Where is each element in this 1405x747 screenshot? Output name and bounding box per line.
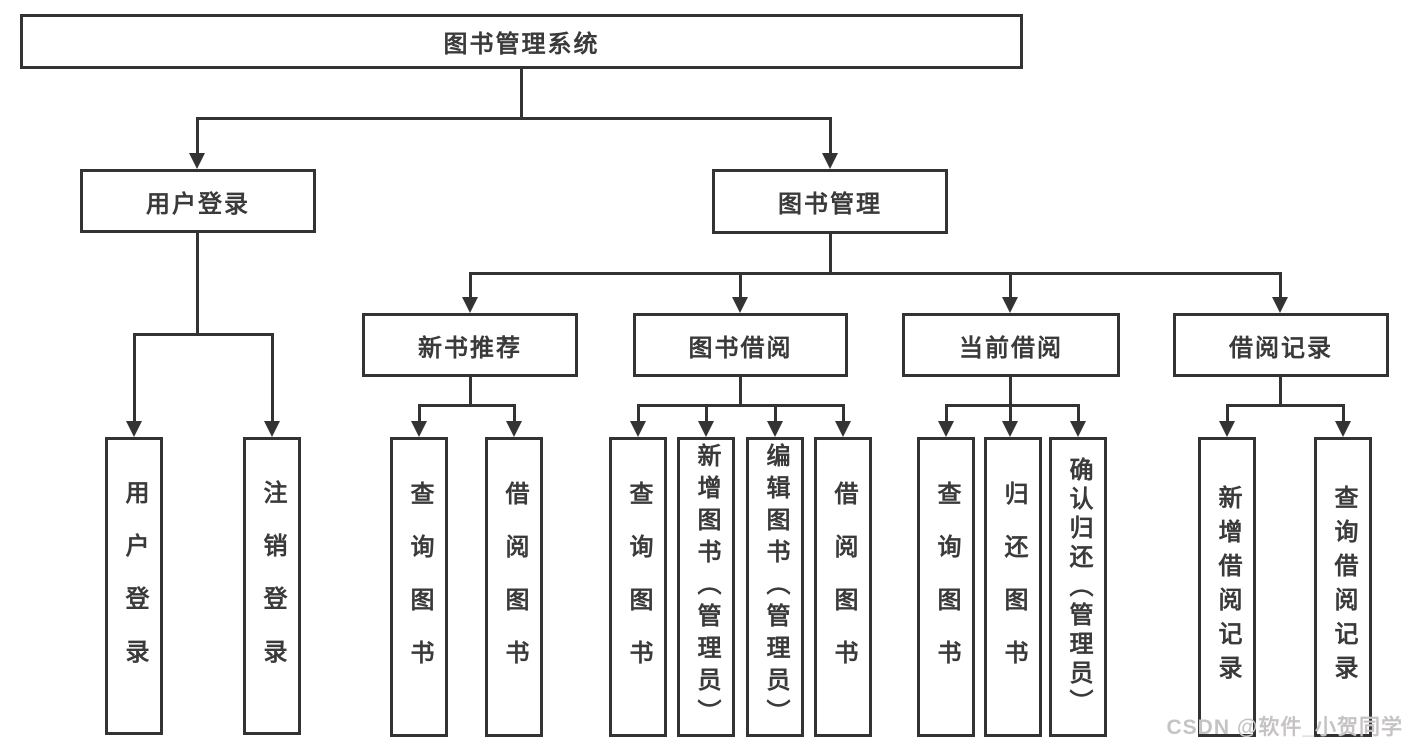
connector-line (739, 272, 742, 300)
arrow-down-icon (767, 421, 783, 437)
connector-line (1009, 404, 1012, 424)
connector-line (1077, 404, 1080, 424)
connector-line (196, 233, 199, 333)
arrow-down-icon (938, 421, 954, 437)
connector-line (739, 377, 742, 404)
leaf-label: 查询图书 (625, 481, 652, 693)
connector-line (418, 404, 421, 424)
leaf-label: 编辑图书（管理员） (762, 443, 789, 731)
connector-line (419, 404, 516, 407)
leaf-label: 归还图书 (1000, 481, 1027, 693)
leaf-label: 注销登录 (259, 480, 286, 692)
node-leaf-current-return: 归还图书 (984, 437, 1042, 737)
connector-line (637, 404, 640, 424)
connector-line (829, 117, 832, 156)
node-new-book: 新书推荐 (362, 313, 578, 377)
node-leaf-login: 用户登录 (105, 437, 163, 735)
arrow-down-icon (732, 297, 748, 313)
node-leaf-borrow-borrow: 借阅图书 (814, 437, 872, 737)
arrow-down-icon (630, 421, 646, 437)
connector-line (271, 333, 274, 424)
leaf-label: 新增图书（管理员） (693, 443, 720, 731)
leaf-label: 借阅图书 (830, 481, 857, 693)
arrow-down-icon (1272, 297, 1288, 313)
node-borrow-records: 借阅记录 (1173, 313, 1389, 377)
arrow-down-icon (411, 421, 427, 437)
leaf-label: 查询图书 (933, 481, 960, 693)
node-leaf-borrow-add-admin: 新增图书（管理员） (677, 437, 735, 737)
connector-line (1009, 377, 1012, 404)
connector-line (1227, 404, 1345, 407)
connector-line (134, 333, 273, 336)
connector-line (774, 404, 777, 424)
connector-line (1226, 404, 1229, 424)
leaf-label: 新增借阅记录 (1214, 485, 1241, 689)
arrow-down-icon (835, 421, 851, 437)
connector-line (945, 404, 948, 424)
node-user-login-label: 用户登录 (146, 190, 250, 218)
connector-line (946, 404, 1080, 407)
connector-line (133, 333, 136, 424)
arrow-down-icon (1070, 421, 1086, 437)
connector-line (197, 117, 830, 120)
node-root: 图书管理系统 (20, 14, 1023, 69)
arrow-down-icon (1002, 421, 1018, 437)
connector-line (705, 404, 708, 424)
node-user-login: 用户登录 (80, 169, 316, 233)
arrow-down-icon (1219, 421, 1235, 437)
connector-line (470, 272, 1281, 275)
leaf-label: 用户登录 (121, 480, 148, 692)
node-leaf-newbook-borrow: 借阅图书 (485, 437, 543, 737)
node-root-label: 图书管理系统 (443, 31, 600, 58)
connector-line (1009, 272, 1012, 300)
connector-line (829, 234, 832, 272)
leaf-label: 查询图书 (406, 481, 433, 693)
node-current-borrow: 当前借阅 (902, 313, 1120, 377)
node-leaf-borrow-edit-admin: 编辑图书（管理员） (746, 437, 804, 737)
node-leaf-records-query: 查询借阅记录 (1314, 437, 1372, 737)
csdn-watermark: CSDN @软件_小贺同学 (1166, 716, 1403, 739)
arrow-down-icon (1002, 297, 1018, 313)
connector-line (513, 404, 516, 424)
node-leaf-current-query: 查询图书 (917, 437, 975, 737)
connector-line (638, 404, 845, 407)
arrow-down-icon (462, 297, 478, 313)
node-book-mgmt: 图书管理 (712, 169, 948, 234)
leaf-label: 确认归还（管理员） (1065, 456, 1092, 718)
arrow-down-icon (126, 421, 142, 437)
leaf-label: 查询借阅记录 (1330, 485, 1357, 689)
node-current-borrow-label: 当前借阅 (959, 334, 1063, 362)
arrow-down-icon (506, 421, 522, 437)
node-leaf-logout: 注销登录 (243, 437, 301, 735)
connector-line (520, 69, 523, 117)
connector-line (842, 404, 845, 424)
connector-line (469, 272, 472, 300)
arrow-down-icon (1335, 421, 1351, 437)
connector-line (1342, 404, 1345, 424)
connector-line (196, 117, 199, 156)
connector-line (1279, 272, 1282, 300)
node-book-borrow-label: 图书借阅 (688, 334, 793, 362)
arrow-down-icon (698, 421, 714, 437)
arrow-down-icon (264, 421, 280, 437)
leaf-label: 借阅图书 (501, 481, 528, 693)
node-book-borrow: 图书借阅 (633, 313, 848, 377)
node-leaf-records-add: 新增借阅记录 (1198, 437, 1256, 737)
node-book-mgmt-label: 图书管理 (778, 191, 882, 218)
node-borrow-records-label: 借阅记录 (1229, 334, 1333, 362)
node-leaf-borrow-query: 查询图书 (609, 437, 667, 737)
connector-line (1279, 377, 1282, 404)
node-leaf-current-confirm-admin: 确认归还（管理员） (1049, 437, 1107, 737)
arrow-down-icon (189, 153, 205, 169)
connector-line (469, 377, 472, 404)
node-leaf-newbook-query: 查询图书 (390, 437, 448, 737)
arrow-down-icon (822, 153, 838, 169)
node-new-book-label: 新书推荐 (418, 334, 522, 362)
